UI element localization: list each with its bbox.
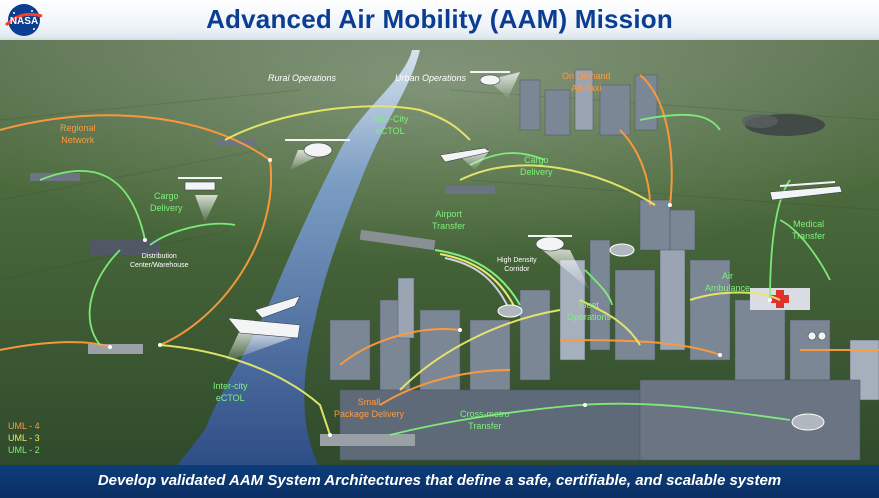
label-fleet-operations-line2: Operations xyxy=(567,312,612,322)
label-airport-transfer-line2: Transfer xyxy=(432,221,466,231)
label-intercity-ectol-bottom-line2: eCTOL xyxy=(215,393,245,403)
label-intercity-ectol-bottom: Inter-city eCTOL xyxy=(213,380,248,404)
label-regional-network: Regional Network xyxy=(60,122,96,146)
label-intercity-ectol-bottom-line1: Inter-city xyxy=(213,381,248,391)
label-small-package-delivery-line2: Package Delivery xyxy=(334,409,405,419)
label-cargo-delivery-center: Cargo Delivery xyxy=(520,154,553,178)
label-high-density-corridor-line2: Corridor xyxy=(504,266,530,273)
uml2-routes xyxy=(39,113,831,436)
label-on-demand-air-taxi-line1: On Demand xyxy=(562,71,611,81)
label-medical-transfer-line2: Transfer xyxy=(792,231,826,241)
uml3-routes xyxy=(159,105,781,436)
label-high-density-corridor: High Density Corridor xyxy=(497,256,537,274)
label-air-ambulance-line2: Ambulance xyxy=(705,283,751,293)
label-intercity-ectol-top: Inter-City eCTOL xyxy=(372,113,409,137)
label-cross-metro-transfer: Cross-metro Transfer xyxy=(460,408,510,432)
label-cargo-delivery-center-line2: Delivery xyxy=(520,167,553,177)
label-distribution-center: Distribution Center/Warehouse xyxy=(130,252,189,270)
label-rural-operations: Rural Operations xyxy=(268,73,337,83)
label-regional-network-line1: Regional xyxy=(60,123,96,133)
aircraft xyxy=(178,71,843,341)
label-cargo-delivery-left-line1: Cargo xyxy=(154,191,179,201)
uml-legend-item-2: UML - 2 xyxy=(8,445,40,455)
label-on-demand-air-taxi-line2: Air-Taxi xyxy=(571,83,602,93)
label-small-package-delivery: Small Package Delivery xyxy=(334,396,404,420)
label-fleet-operations: Fleet Operations xyxy=(567,299,611,323)
river xyxy=(175,50,420,468)
label-cargo-delivery-center-line1: Cargo xyxy=(524,155,549,165)
label-cross-metro-transfer-line1: Cross-metro xyxy=(460,409,510,419)
title-bar: NASA Advanced Air Mobility (AAM) Mission xyxy=(0,0,879,40)
high-density-corridor xyxy=(434,249,521,308)
label-high-density-corridor-line1: High Density xyxy=(497,257,537,264)
label-medical-transfer-line1: Medical xyxy=(793,219,825,229)
uml-legend: UML - 4 UML - 3 UML - 2 xyxy=(8,420,40,456)
label-on-demand-air-taxi: On Demand Air-Taxi xyxy=(562,70,611,94)
label-air-ambulance-line1: Air xyxy=(722,271,734,281)
footer-text: Develop validated AAM System Architectur… xyxy=(97,472,782,489)
footer-banner: Develop validated AAM System Architectur… xyxy=(0,465,879,498)
label-cross-metro-transfer-line2: Transfer xyxy=(468,421,502,431)
label-regional-network-line2: Network xyxy=(61,135,95,145)
label-distribution-center-line2: Center/Warehouse xyxy=(130,262,189,269)
label-cargo-delivery-left-line2: Delivery xyxy=(150,203,183,213)
label-intercity-ectol-top-line2: eCTOL xyxy=(375,126,405,136)
label-distribution-center-line1: Distribution xyxy=(141,253,177,260)
label-airport-transfer: Airport Transfer xyxy=(432,208,465,232)
uml4-routes xyxy=(0,74,879,406)
label-medical-transfer: Medical Transfer xyxy=(792,218,825,242)
label-fleet-operations-line1: Fleet xyxy=(579,300,600,310)
page-title: Advanced Air Mobility (AAM) Mission xyxy=(206,4,673,34)
label-small-package-delivery-line1: Small xyxy=(357,397,381,407)
vertiports xyxy=(497,243,825,431)
uml-legend-item-3: UML - 3 xyxy=(8,433,40,443)
nasa-logo-text: NASA xyxy=(10,16,38,27)
label-intercity-ectol-top-line1: Inter-City xyxy=(372,114,409,124)
label-air-ambulance: Air Ambulance xyxy=(705,270,750,294)
route-nodes xyxy=(108,158,772,437)
label-urban-operations: Urban Operations xyxy=(395,73,467,83)
label-cargo-delivery-left: Cargo Delivery xyxy=(150,190,183,214)
label-airport-transfer-line1: Airport xyxy=(435,209,462,219)
nasa-logo: NASA xyxy=(4,4,43,36)
uml-legend-item-4: UML - 4 xyxy=(8,421,40,431)
